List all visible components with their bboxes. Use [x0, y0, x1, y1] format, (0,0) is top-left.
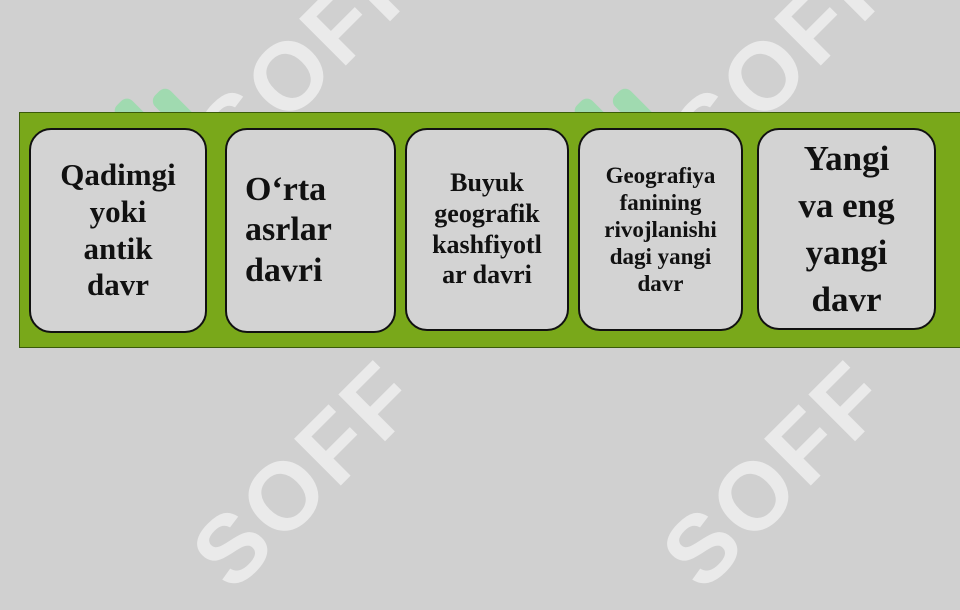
period-label: Yangi va eng yangi davr — [798, 138, 895, 320]
watermark-text: SOFF — [641, 340, 910, 609]
period-label: O‘rta asrlar davri — [245, 171, 332, 289]
watermark-text: SOFF — [171, 340, 440, 609]
period-label: Qadimgi yoki antik davr — [60, 157, 176, 303]
period-label: Buyuk geografik kashfiyotl ar davri — [432, 168, 542, 290]
period-box-discoveries: Buyuk geografik kashfiyotl ar davri — [405, 128, 569, 331]
period-box-geography-new: Geografiya fanining rivojlanishi dagi ya… — [578, 128, 743, 331]
period-box-medieval: O‘rta asrlar davri — [225, 128, 396, 333]
period-box-ancient: Qadimgi yoki antik davr — [29, 128, 207, 333]
period-box-modern: Yangi va eng yangi davr — [757, 128, 936, 330]
period-label: Geografiya fanining rivojlanishi dagi ya… — [604, 162, 717, 297]
